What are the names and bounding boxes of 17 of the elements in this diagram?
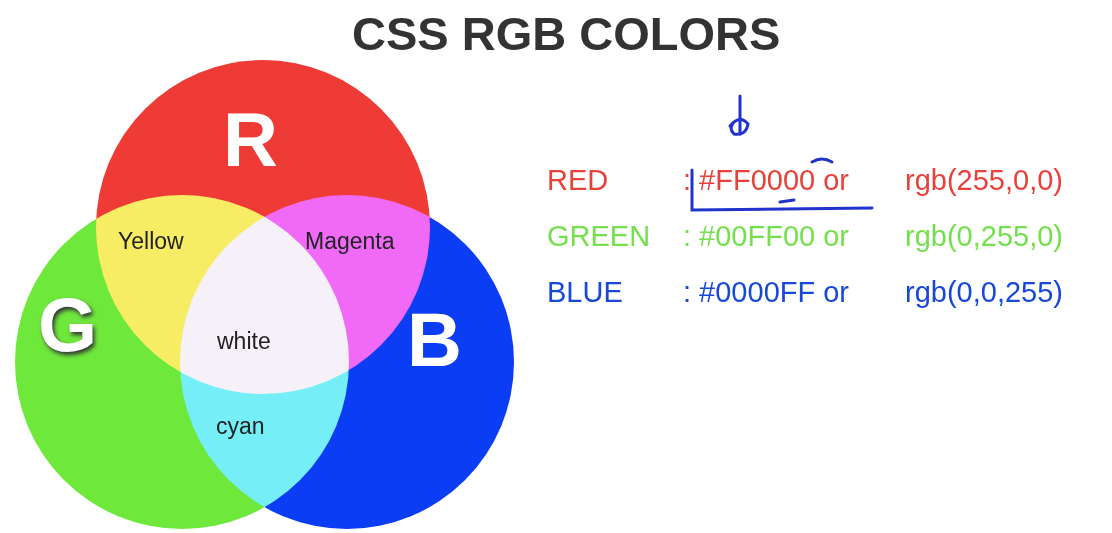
color-name: BLUE: [547, 278, 623, 307]
rgb-value: rgb(0,0,255): [905, 278, 1063, 307]
region-label: Magenta: [305, 230, 395, 253]
circle-letter: B: [407, 302, 462, 378]
region-label: Yellow: [118, 230, 184, 253]
rgb-value: rgb(0,255,0): [905, 222, 1063, 251]
hex-code: : #FF0000 or: [683, 166, 850, 195]
circle-letter: R: [223, 102, 278, 178]
circle-letter: G: [38, 287, 98, 363]
color-name: GREEN: [547, 222, 651, 251]
region-label: white: [217, 330, 271, 353]
color-name: RED: [547, 166, 609, 195]
rgb-value: rgb(255,0,0): [905, 166, 1063, 195]
region-label: cyan: [216, 415, 265, 438]
hex-code: : #0000FF or: [683, 278, 850, 307]
hex-code: : #00FF00 or: [683, 222, 850, 251]
title: CSS RGB COLORS: [352, 10, 781, 57]
